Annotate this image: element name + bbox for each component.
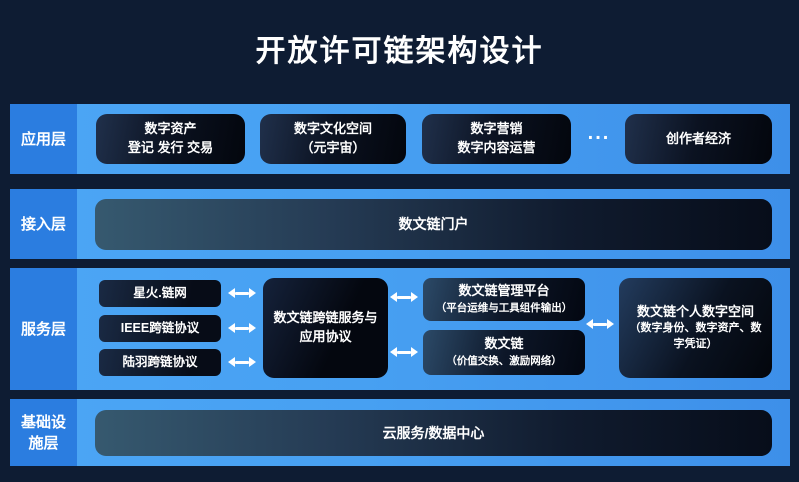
box-subtitle: 登记 发行 交易 <box>127 140 214 155</box>
box-personal-digital-space: 数文链个人数字空间 （数字身份、数字资产、数字凭证） <box>619 278 772 378</box>
box-title: 数文链管理平台 <box>458 283 550 299</box>
layer-label-infrastructure: 基础设施层 <box>10 399 77 466</box>
double-arrow-icon <box>228 357 256 367</box>
box-title: 数字营销 <box>470 121 523 137</box>
box-portal: 数文链门户 <box>95 199 772 250</box>
box-creator-economy: 创作者经济 <box>625 114 772 164</box>
double-arrow-icon <box>228 323 256 333</box>
box-cloud-datacenter: 云服务/数据中心 <box>95 410 772 456</box>
ellipsis-text: ... <box>587 121 611 144</box>
layer-access: 接入层 数文链门户 <box>10 189 790 259</box>
box-subtitle: （元宇宙） <box>300 140 366 155</box>
box-title: 云服务/数据中心 <box>382 424 485 441</box>
box-title: 陆羽跨链协议 <box>122 355 198 370</box>
box-title-line1: 数文链跨链服务与 <box>273 310 378 326</box>
box-subtitle: （平台运维与工具组件输出） <box>435 302 573 315</box>
box-digital-asset: 数字资产 登记 发行 交易 <box>96 114 245 164</box>
box-management-platform: 数文链管理平台 （平台运维与工具组件输出） <box>423 278 585 321</box>
box-title: 数字文化空间 <box>293 121 372 137</box>
box-digital-marketing: 数字营销 数字内容运营 <box>422 114 571 164</box>
box-luyu-crosschain-protocol: 陆羽跨链协议 <box>99 349 221 376</box>
box-subtitle: （价值交换、激励网络） <box>446 355 562 368</box>
box-subtitle: 数字内容运营 <box>457 140 536 155</box>
box-title: 星火.链网 <box>133 286 187 301</box>
layer-infrastructure: 基础设施层 云服务/数据中心 <box>10 399 790 466</box>
layer-application: 应用层 数字资产 登记 发行 交易 数字文化空间 （元宇宙） 数字营销 数字内容… <box>10 104 790 174</box>
double-arrow-icon <box>390 292 418 302</box>
ellipsis-dots: ... <box>578 104 620 174</box>
box-crosschain-service-protocol: 数文链跨链服务与 应用协议 <box>263 278 388 378</box>
box-digital-culture-space: 数字文化空间 （元宇宙） <box>260 114 406 164</box>
box-title-line2: 应用协议 <box>299 329 352 344</box>
box-title: 数字资产 <box>144 121 197 137</box>
box-title: 数文链 <box>484 336 524 352</box>
layer-label-application: 应用层 <box>10 104 77 174</box>
layer-service: 服务层 星火.链网 IEEE跨链协议 陆羽跨链协议 数文链跨链服务与 应用协议 … <box>10 268 790 390</box>
box-subtitle: （数字身份、数字资产、数字凭证） <box>629 322 762 351</box>
layer-label-service: 服务层 <box>10 268 77 390</box>
box-ieee-crosschain-protocol: IEEE跨链协议 <box>99 315 221 342</box>
diagram-title: 开放许可链架构设计 <box>255 35 544 68</box>
double-arrow-icon <box>390 347 418 357</box>
double-arrow-icon <box>586 319 614 329</box>
box-title: 数文链门户 <box>398 216 469 233</box>
box-title: IEEE跨链协议 <box>120 321 200 336</box>
double-arrow-icon <box>228 288 256 298</box>
layer-label-access: 接入层 <box>10 189 77 259</box>
box-title: 创作者经济 <box>665 130 731 146</box>
box-shuwen-chain: 数文链 （价值交换、激励网络） <box>423 330 585 375</box>
box-title: 数文链个人数字空间 <box>636 303 754 319</box>
box-xinghuo-chain: 星火.链网 <box>99 280 221 307</box>
